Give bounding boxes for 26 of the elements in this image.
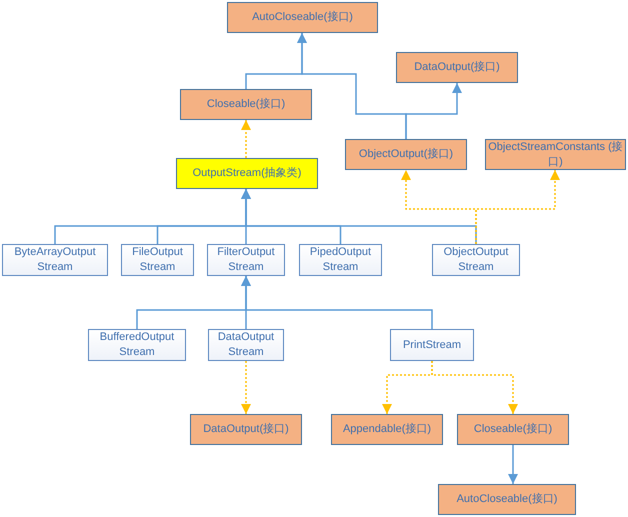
arrow: [405, 83, 462, 139]
class-box: PipedOutput Stream: [299, 244, 382, 276]
class-box: PrintStream: [390, 329, 474, 361]
interface-box: DataOutput(接口): [396, 52, 518, 83]
class-box: FileOutput Stream: [121, 244, 194, 276]
class-box: BufferedOutput Stream: [88, 329, 186, 361]
class-box: DataOutput Stream: [208, 329, 284, 361]
arrow: [508, 445, 518, 484]
interface-box: DataOutput(接口): [190, 414, 302, 445]
interface-box: Appendable(接口): [331, 414, 443, 445]
interface-box: ObjectOutput(接口): [345, 139, 467, 170]
dashed-arrow: [431, 361, 518, 414]
interface-box: AutoCloseable(接口): [227, 2, 378, 33]
class-box: ObjectOutput Stream: [432, 244, 520, 276]
interface-box: Closeable(接口): [457, 414, 569, 445]
class-box: FilterOutput Stream: [207, 244, 285, 276]
dashed-arrow: [241, 120, 251, 158]
class-box: ByteArrayOutput Stream: [2, 244, 108, 276]
arrow: [241, 276, 433, 329]
arrow: [241, 189, 477, 244]
interface-box: AutoCloseable(接口): [438, 484, 576, 515]
dashed-arrow: [475, 170, 560, 244]
interface-box: ObjectStreamConstants (接口): [485, 139, 626, 170]
abstract-class-box: OutputStream(抽象类): [176, 158, 318, 189]
interface-box: Closeable(接口): [180, 89, 312, 120]
dashed-arrow: [241, 361, 251, 414]
